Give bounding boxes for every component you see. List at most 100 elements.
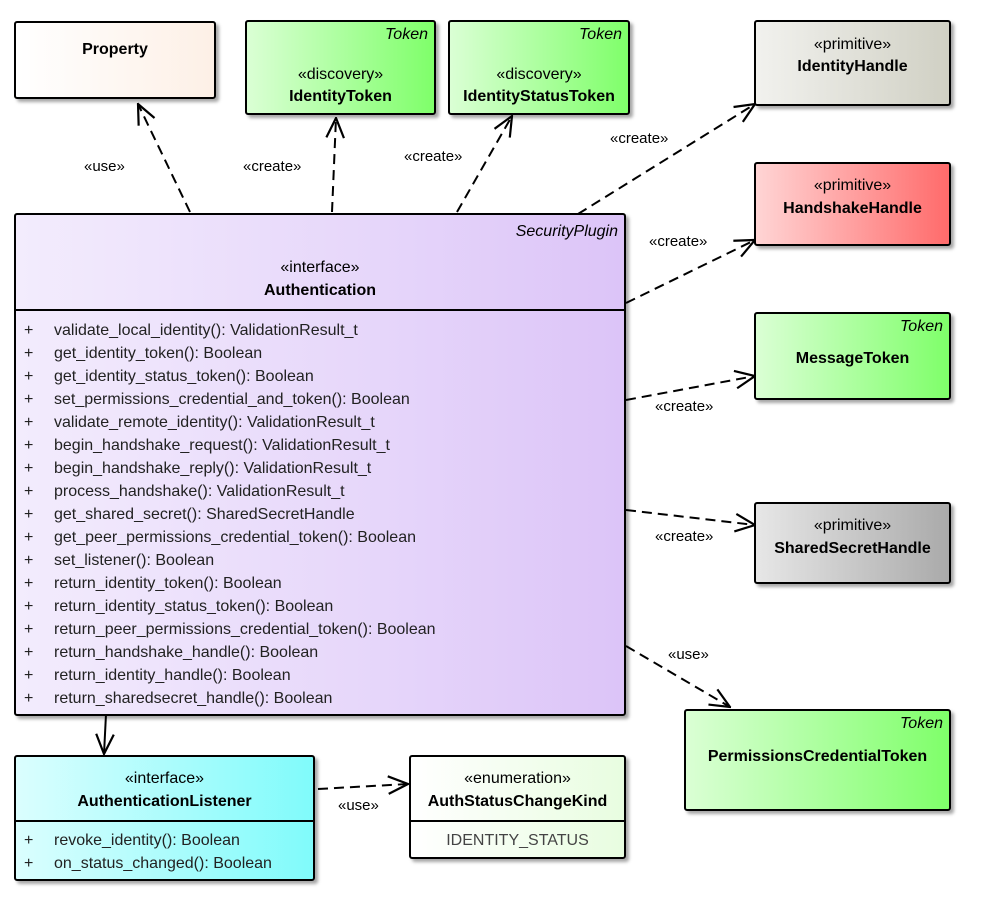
auth-status-change-kind-enum[interactable]: «enumeration» AuthStatusChangeKind IDENT… [409,755,626,859]
listener-association-edge [104,713,106,754]
class-name: HandshakeHandle [783,200,922,217]
create-message-token-label: «create» [655,398,714,415]
create-identity-status-token-edge [456,116,512,213]
compartment-divider [411,820,624,822]
operation-signature: return_identity_handle(): Boolean [54,667,291,684]
use-auth-status-change-kind-label: «use» [338,797,379,814]
visibility-marker: + [24,368,34,385]
visibility-marker: + [24,483,34,500]
operation-row: + get_peer_permissions_credential_token()… [16,526,624,549]
class-name: Authentication [264,282,376,299]
visibility-marker: + [24,460,34,477]
operation-row: + validate_local_identity(): ValidationRe… [16,319,624,342]
operations-list: + revoke_identity(): Boolean + on_status_ch… [16,829,313,875]
operation-row: + process_handshake(): ValidationResult_t [16,480,624,503]
operation-signature: begin_handshake_reply(): ValidationResul… [54,460,372,477]
shared-secret-handle-class[interactable]: «primitive» SharedSecretHandle [754,502,951,584]
operation-signature: get_identity_status_token(): Boolean [54,368,314,385]
operation-signature: validate_remote_identity(): ValidationRe… [54,414,375,431]
visibility-marker: + [24,552,34,569]
visibility-marker: + [24,322,34,339]
class-name: PermissionsCredentialToken [707,748,928,765]
operations-list: + validate_local_identity(): ValidationRe… [16,319,624,710]
operation-signature: get_peer_permissions_credential_token():… [54,529,416,546]
class-stereotype: «discovery» [297,66,384,83]
compartment-divider [16,820,313,822]
operation-row: +return_peer_permissions_credential_toke… [16,618,624,641]
authentication-interface[interactable]: SecurityPlugin «interface» Authenticatio… [14,213,626,716]
operation-row: + begin_handshake_reply(): ValidationResu… [16,457,624,480]
operation-signature: begin_handshake_request(): ValidationRes… [54,437,390,454]
operation-signature: validate_local_identity(): ValidationRes… [54,322,358,339]
visibility-marker: + [24,644,34,661]
use-property-edge [138,104,191,213]
operation-row: +begin_handshake_request(): ValidationRe… [16,434,624,457]
operation-signature: get_shared_secret(): SharedSecretHandle [54,506,355,523]
class-stereotype: «primitive» [813,517,892,534]
identity-handle-class[interactable]: «primitive» IdentityHandle [754,20,951,106]
enum-literal: IDENTITY_STATUS [446,832,589,849]
use-permissions-credential-token-edge [625,645,730,707]
operation-row: +return_identity_token(): Boolean [16,572,624,595]
operation-signature: set_listener(): Boolean [54,552,215,569]
visibility-marker: + [24,345,34,362]
operation-row: + get_identity_token(): Boolean [16,342,624,365]
operation-row: +validate_remote_identity(): ValidationR… [16,411,624,434]
visibility-marker: + [24,621,34,638]
create-identity-status-token-label: «create» [404,148,463,165]
operation-row: + get_shared_secret(): SharedSecretHandle [16,503,624,526]
property-class[interactable]: Property [14,21,216,99]
class-name: SharedSecretHandle [774,540,931,557]
operation-signature: on_status_changed(): Boolean [54,855,272,872]
operation-row: + get_identity_status_token(): Boolean [16,365,624,388]
class-stereotype: «primitive» [813,36,892,53]
class-context: Token [900,318,943,335]
operation-signature: process_handshake(): ValidationResult_t [54,483,345,500]
operation-signature: return_handshake_handle(): Boolean [54,644,319,661]
message-token-class[interactable]: Token MessageToken [754,312,951,400]
operation-row: + return_handshake_handle(): Boolean [16,641,624,664]
compartment-divider [16,309,624,311]
class-stereotype: «enumeration» [464,770,571,787]
operation-row: + on_status_changed(): Boolean [16,852,313,875]
operation-row: + set_permissions_credential_and_token():… [16,388,624,411]
identity-token-class[interactable]: Token «discovery» IdentityToken [245,20,436,115]
handshake-handle-class[interactable]: «primitive» HandshakeHandle [754,162,951,246]
class-context: SecurityPlugin [515,223,618,240]
create-identity-handle-label: «create» [610,130,669,147]
operation-signature: get_identity_token(): Boolean [54,345,263,362]
visibility-marker: + [24,506,34,523]
visibility-marker: + [24,832,34,849]
operation-signature: set_permissions_credential_and_token(): … [54,391,410,408]
class-name: MessageToken [795,350,910,367]
class-context: Token [385,26,428,43]
use-property-label: «use» [84,158,125,175]
use-auth-status-change-kind-edge [317,784,408,789]
operation-signature: return_sharedsecret_handle(): Boolean [54,690,333,707]
create-identity-token-label: «create» [243,158,302,175]
operation-signature: return_identity_status_token(): Boolean [54,598,334,615]
operation-row: + revoke_identity(): Boolean [16,829,313,852]
create-message-token-edge [625,376,755,401]
class-stereotype: «discovery» [496,66,582,83]
operation-row: +return_identity_handle(): Boolean [16,664,624,687]
create-shared-secret-handle-label: «create» [655,528,714,545]
visibility-marker: + [24,690,34,707]
permissions-credential-token-class[interactable]: Token PermissionsCredentialToken [684,709,951,811]
operation-row: +return_identity_status_token(): Boolean [16,595,624,618]
operation-signature: revoke_identity(): Boolean [54,832,240,849]
create-identity-token-edge [332,118,336,213]
class-context: Token [900,715,943,732]
authentication-listener-interface[interactable]: «interface» AuthenticationListener + revo… [14,755,315,881]
class-name: AuthenticationListener [77,793,252,810]
visibility-marker: + [24,855,34,872]
visibility-marker: + [24,391,34,408]
class-stereotype: «interface» [124,770,205,787]
class-name: IdentityHandle [797,58,908,75]
visibility-marker: + [24,529,34,546]
class-stereotype: «interface» [280,259,360,276]
operation-signature: return_identity_token(): Boolean [54,575,282,592]
identity-status-token-class[interactable]: Token «discovery» IdentityStatusToken [448,20,630,115]
create-handshake-handle-label: «create» [649,233,708,250]
